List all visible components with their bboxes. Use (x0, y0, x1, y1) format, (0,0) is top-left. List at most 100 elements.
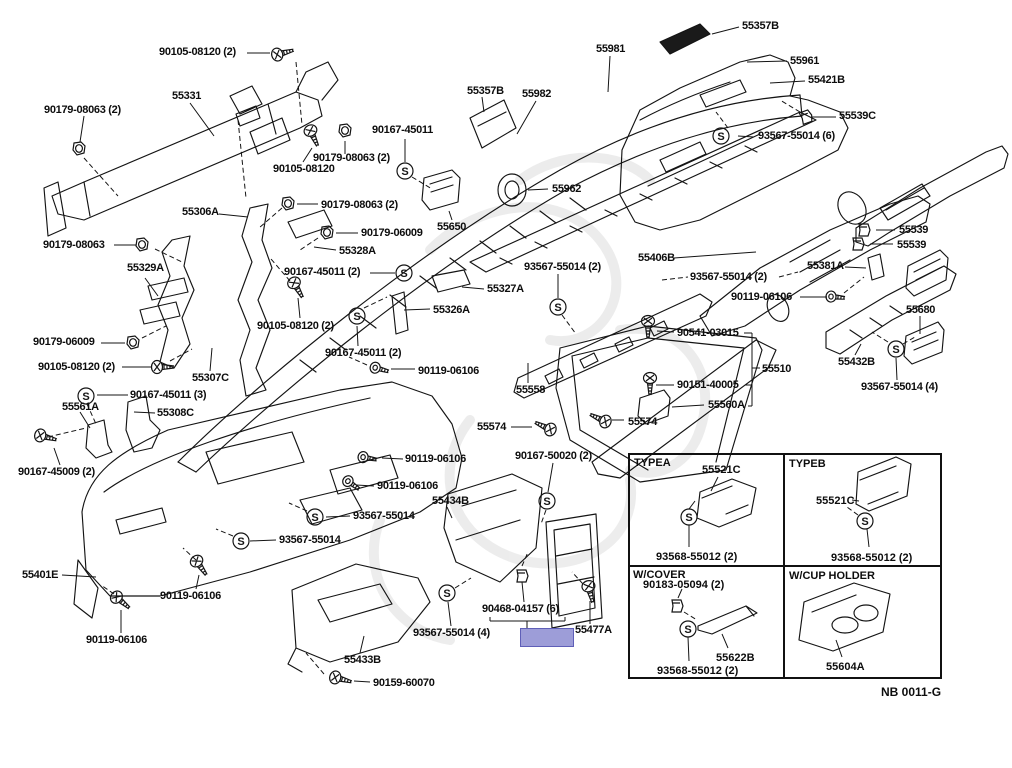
part-label: 90179-06009 (361, 227, 423, 239)
bolt-icon (369, 361, 390, 374)
s-symbol-icon: S (856, 512, 874, 530)
cell-type-b-note: 93568-55012 (2) (831, 552, 913, 564)
drawing-number: NB 0011-G (881, 685, 942, 699)
part-label: 55307C (192, 372, 229, 384)
part-label: 93567-55014 (6) (758, 130, 835, 142)
part-label: 55558 (516, 384, 546, 396)
screw-icon (589, 412, 612, 429)
svg-text:S: S (353, 311, 360, 323)
part-label: 93567-55014 (353, 510, 415, 522)
clip-icon (798, 109, 813, 126)
part-label: 55680 (906, 304, 936, 316)
part-label: 55327A (487, 283, 524, 295)
part-label: 55308C (157, 407, 194, 419)
cell-wcover-part: 55622B (716, 652, 755, 664)
s-symbol-icon: S (396, 162, 414, 180)
svg-text:S: S (82, 391, 89, 403)
part-label: 90105-08120 (2) (38, 361, 115, 373)
screw-icon (109, 590, 131, 610)
part-label: 55981 (596, 43, 626, 55)
svg-text:S: S (237, 536, 244, 548)
s-symbol-icon: S (538, 492, 556, 510)
part-label: 55574 (628, 416, 658, 428)
nut-icon (126, 335, 140, 350)
screw-icon (34, 428, 58, 443)
screw-icon (581, 580, 596, 604)
part-label: 90119-06106 (731, 291, 792, 303)
svg-text:S: S (443, 588, 450, 600)
svg-text:S: S (861, 516, 868, 528)
cell-wcover-note: 93568-55012 (2) (657, 665, 739, 677)
s-symbol-icon: S (395, 264, 413, 282)
part-label: 55329A (127, 262, 164, 274)
s-symbol-icon: S (438, 584, 456, 602)
part-label: 55331 (172, 90, 202, 102)
s-symbol-icon: S (680, 508, 698, 526)
nut-icon (135, 237, 149, 252)
s-symbol-icon: S (712, 127, 730, 145)
part-label: 55381A (807, 260, 844, 272)
part-label: 90119-06106 (377, 480, 438, 492)
svg-text:S: S (892, 344, 899, 356)
part-label: 90105-08120 (2) (159, 46, 236, 58)
part-label: 90167-45009 (2) (18, 466, 95, 478)
part-label: 55574 (477, 421, 507, 433)
screw-icon (287, 276, 304, 299)
cell-wcover-fastener-note: 90183-05094 (2) (643, 579, 725, 591)
screw-icon (640, 314, 656, 339)
part-label: 93567-55014 (2) (524, 261, 601, 273)
screw-icon (150, 359, 175, 375)
nut-icon (320, 225, 334, 240)
part-label: 90151-40005 (677, 379, 739, 391)
screw-icon (303, 124, 320, 147)
part-label: 93567-55014 (2) (690, 271, 767, 283)
part-label: 90167-45011 (2) (284, 266, 361, 278)
part-label: 90167-45011 (372, 124, 433, 136)
cell-type-b-part: 55521C (816, 495, 855, 507)
screw-icon (534, 420, 557, 437)
clip-icon (858, 223, 871, 237)
bolt-icon (342, 475, 361, 491)
part-label: 55328A (339, 245, 376, 257)
part-label: 55357B (467, 85, 504, 97)
part-label: 90119-06106 (86, 634, 147, 646)
part-label: 90119-06106 (418, 365, 479, 377)
part-label: 55560A (708, 399, 745, 411)
part-label: 90541-03015 (677, 327, 739, 339)
part-label: 55477A (575, 624, 612, 636)
part-label: 90159-60070 (373, 677, 435, 689)
variant-table: TYPEA 55521C 93568-55012 (2) TYPEB 55521… (628, 453, 942, 679)
part-label: 90179-08063 (2) (44, 104, 121, 116)
svg-text:S: S (684, 624, 691, 636)
s-symbol-icon: S (887, 340, 905, 358)
svg-text:S: S (401, 166, 408, 178)
svg-text:S: S (717, 131, 724, 143)
part-label: 55432B (838, 356, 875, 368)
part-label: 55434B (432, 495, 469, 507)
bolt-icon (357, 451, 378, 464)
part-label: 90179-08063 (2) (313, 152, 390, 164)
screw-icon (189, 554, 208, 576)
screw-icon (642, 371, 658, 396)
s-symbol-icon: S (77, 387, 95, 405)
table-horizontal-divider (630, 565, 940, 567)
cell-type-a-title: TYPEA (634, 457, 671, 469)
clip-icon (671, 599, 684, 613)
cell-cupholder-title: W/CUP HOLDER (789, 570, 875, 582)
part-label: 90179-08063 (2) (321, 199, 398, 211)
part-label: 55510 (762, 363, 792, 375)
s-symbol-icon: S (549, 298, 567, 316)
part-label: 55401E (22, 569, 59, 581)
part-label: 55982 (522, 88, 552, 100)
part-label: 55406B (638, 252, 675, 264)
part-label: 55561A (62, 401, 99, 413)
s-symbol-icon: S (232, 532, 250, 550)
nut-icon (281, 196, 295, 211)
part-label: 90167-45011 (3) (130, 389, 207, 401)
clip-icon (852, 237, 865, 251)
part-label: 93567-55014 (4) (413, 627, 490, 639)
part-label: 55357B (742, 20, 779, 32)
part-label: 55650 (437, 221, 467, 233)
